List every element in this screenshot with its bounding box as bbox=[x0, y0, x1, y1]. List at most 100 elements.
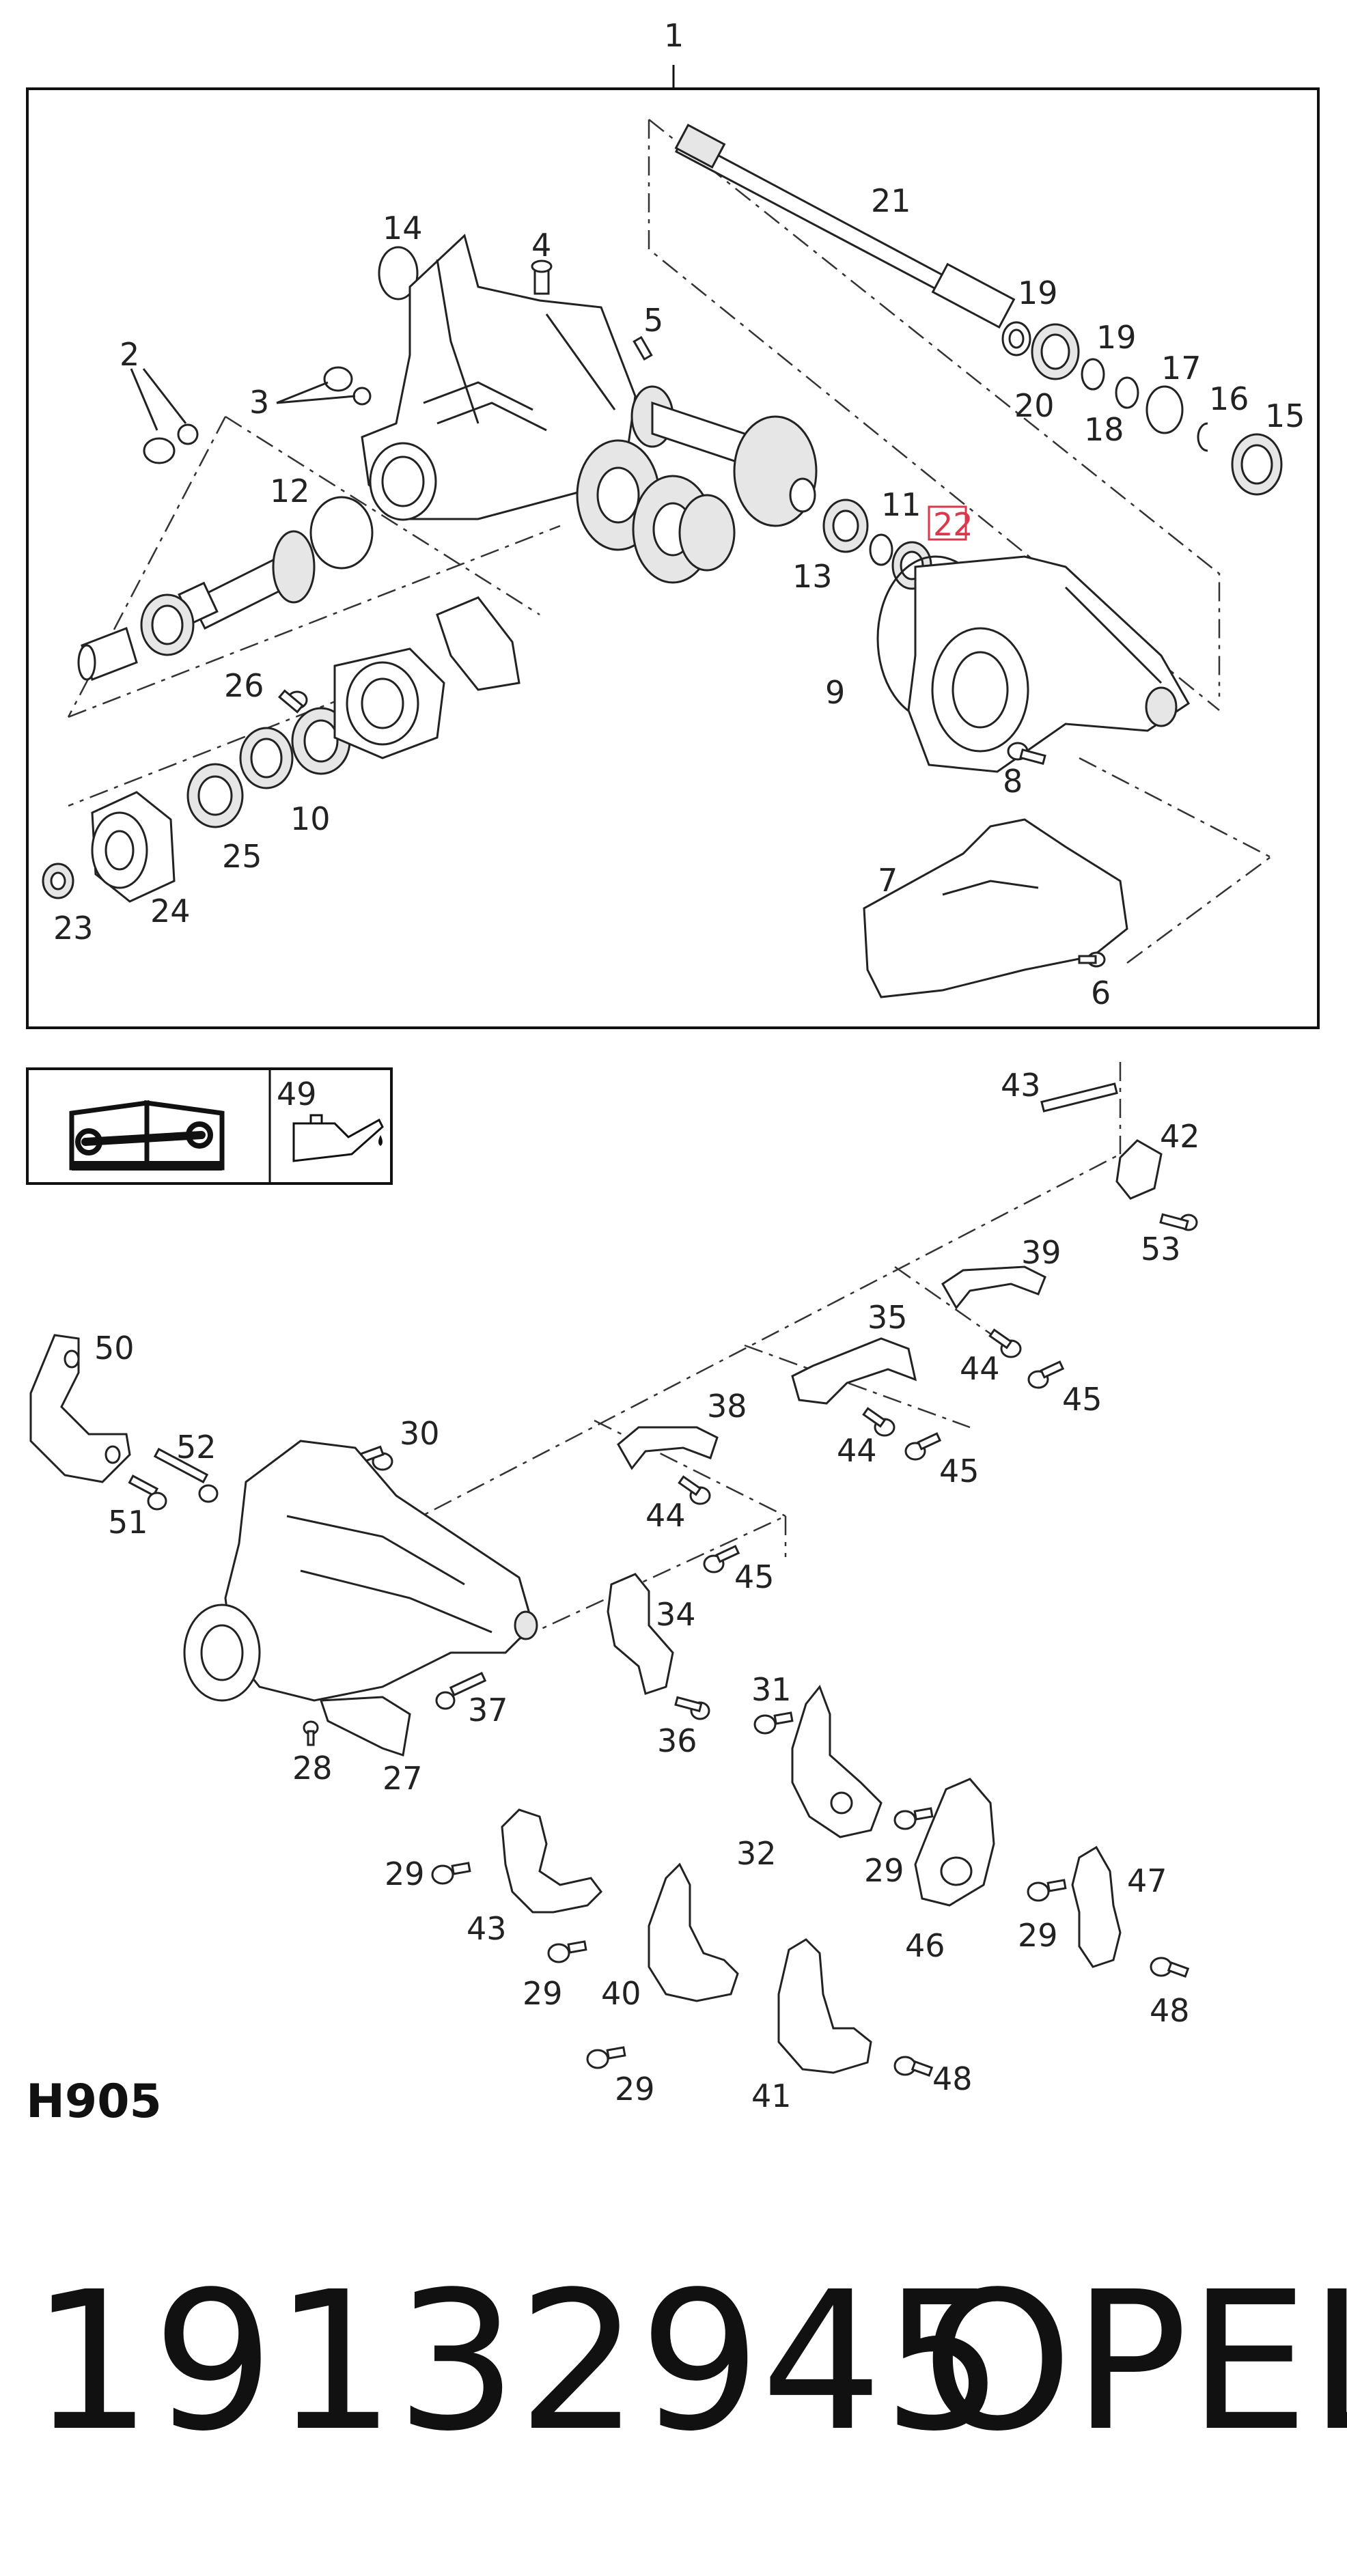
bracket-50[interactable] bbox=[29, 1334, 131, 1483]
bracket-35[interactable] bbox=[791, 1337, 917, 1405]
callout-28[interactable]: 28 bbox=[292, 1750, 333, 1787]
transfer-case-assembly[interactable] bbox=[183, 1440, 538, 1702]
callout-29d[interactable]: 29 bbox=[523, 1975, 563, 2012]
callout-9[interactable]: 9 bbox=[825, 674, 845, 711]
snap-ring-17[interactable] bbox=[1145, 385, 1184, 434]
bolt-8[interactable] bbox=[1007, 742, 1046, 766]
bracket-42[interactable] bbox=[1115, 1139, 1163, 1200]
bolt-37[interactable] bbox=[435, 1672, 487, 1710]
dowel-pin-5[interactable] bbox=[633, 335, 653, 361]
bolt-30[interactable] bbox=[353, 1445, 393, 1471]
callout-43b[interactable]: 43 bbox=[467, 1910, 507, 1947]
bracket-47[interactable] bbox=[1071, 1845, 1122, 1968]
callout-23[interactable]: 23 bbox=[53, 910, 94, 947]
ring-18[interactable] bbox=[1115, 376, 1139, 409]
callout-21[interactable]: 21 bbox=[871, 182, 911, 219]
callout-13[interactable]: 13 bbox=[792, 558, 833, 595]
bolt-29e[interactable] bbox=[586, 2046, 626, 2069]
callout-8[interactable]: 8 bbox=[1003, 763, 1023, 800]
callout-29a[interactable]: 29 bbox=[385, 1856, 425, 1892]
callout-39[interactable]: 39 bbox=[1021, 1234, 1061, 1271]
bracket-34[interactable] bbox=[607, 1573, 674, 1695]
callout-19a[interactable]: 19 bbox=[1018, 275, 1058, 311]
callout-18[interactable]: 18 bbox=[1084, 411, 1124, 448]
callout-4[interactable]: 4 bbox=[531, 227, 551, 264]
bolt-45a[interactable] bbox=[1027, 1360, 1065, 1389]
callout-43a[interactable]: 43 bbox=[1001, 1067, 1041, 1104]
callout-17[interactable]: 17 bbox=[1161, 350, 1202, 387]
bolt-48b[interactable] bbox=[893, 2056, 934, 2077]
callout-48a[interactable]: 48 bbox=[1150, 1992, 1190, 2029]
fill-plug-3[interactable] bbox=[276, 366, 372, 406]
oil-can-icon[interactable] bbox=[292, 1114, 384, 1162]
callout-45a[interactable]: 45 bbox=[1062, 1381, 1102, 1418]
output-shaft-gear[interactable] bbox=[178, 530, 316, 630]
bolt-29a[interactable] bbox=[431, 1862, 471, 1885]
callout-40[interactable]: 40 bbox=[601, 1975, 641, 2012]
bolt-44c[interactable] bbox=[678, 1475, 711, 1505]
bolt-6[interactable] bbox=[1078, 951, 1106, 968]
callout-11[interactable]: 11 bbox=[881, 486, 921, 523]
seal-25[interactable] bbox=[186, 763, 244, 828]
bolt-52[interactable] bbox=[153, 1447, 219, 1503]
callout-34[interactable]: 34 bbox=[656, 1596, 696, 1633]
seal-15[interactable] bbox=[1231, 433, 1283, 496]
ring-19a[interactable] bbox=[1001, 321, 1031, 356]
callout-14[interactable]: 14 bbox=[383, 210, 423, 247]
callout-29c[interactable]: 29 bbox=[1018, 1917, 1058, 1954]
bolt-45c[interactable] bbox=[703, 1545, 740, 1573]
callout-32[interactable]: 32 bbox=[736, 1835, 777, 1872]
ring-19b[interactable] bbox=[1081, 358, 1105, 391]
bracket-43b[interactable] bbox=[501, 1808, 602, 1914]
callout-46[interactable]: 46 bbox=[905, 1927, 945, 1964]
bolt-44a[interactable] bbox=[988, 1328, 1022, 1358]
callout-29b[interactable]: 29 bbox=[864, 1852, 904, 1889]
bracket-38[interactable] bbox=[617, 1426, 719, 1470]
bolt-53[interactable] bbox=[1159, 1213, 1198, 1231]
bolt-29b[interactable] bbox=[893, 1807, 934, 1830]
bushing-left[interactable] bbox=[77, 627, 138, 681]
bolt-44b[interactable] bbox=[862, 1407, 895, 1437]
callout-35[interactable]: 35 bbox=[867, 1299, 908, 1336]
bolt-26[interactable] bbox=[278, 689, 308, 714]
bracket-41[interactable] bbox=[777, 1938, 872, 2074]
callout-10[interactable]: 10 bbox=[290, 800, 331, 837]
callout-20[interactable]: 20 bbox=[1014, 387, 1055, 424]
transfer-case-housing[interactable] bbox=[361, 234, 637, 521]
callout-16[interactable]: 16 bbox=[1209, 380, 1249, 417]
callout-37[interactable]: 37 bbox=[468, 1692, 508, 1728]
bracket-40[interactable] bbox=[648, 1862, 739, 2002]
mount-bracket-32[interactable] bbox=[791, 1685, 883, 1838]
callout-44b[interactable]: 44 bbox=[837, 1432, 877, 1469]
callout-42[interactable]: 42 bbox=[1160, 1118, 1200, 1155]
callout-51[interactable]: 51 bbox=[108, 1504, 148, 1541]
bolt-36[interactable] bbox=[674, 1696, 710, 1720]
callout-31[interactable]: 31 bbox=[751, 1671, 792, 1708]
callout-29e[interactable]: 29 bbox=[615, 2071, 655, 2108]
callout-6[interactable]: 6 bbox=[1091, 975, 1111, 1011]
flange-24[interactable] bbox=[91, 791, 176, 903]
callout-52[interactable]: 52 bbox=[176, 1429, 217, 1466]
heat-shield-7[interactable] bbox=[863, 818, 1128, 998]
callout-45c[interactable]: 45 bbox=[734, 1558, 775, 1595]
callout-36[interactable]: 36 bbox=[657, 1722, 697, 1759]
rear-housing[interactable] bbox=[907, 555, 1190, 773]
callout-48b[interactable]: 48 bbox=[932, 2060, 973, 2097]
bearing-left[interactable] bbox=[140, 593, 195, 656]
callout-47[interactable]: 47 bbox=[1127, 1862, 1167, 1899]
callout-1[interactable]: 1 bbox=[664, 17, 684, 54]
heat-shield-27[interactable] bbox=[319, 1696, 411, 1756]
repair-manual-book-icon[interactable] bbox=[69, 1100, 225, 1171]
o-ring-12[interactable] bbox=[309, 496, 374, 570]
bolt-48a[interactable] bbox=[1150, 1957, 1190, 1978]
callout-24[interactable]: 24 bbox=[150, 893, 191, 929]
stud-43a[interactable] bbox=[1040, 1082, 1118, 1112]
callout-3[interactable]: 3 bbox=[249, 384, 269, 421]
gasket[interactable] bbox=[436, 596, 520, 691]
ring-11[interactable] bbox=[869, 533, 893, 566]
bearing-13[interactable] bbox=[822, 499, 869, 553]
bolt-29d[interactable] bbox=[547, 1940, 587, 1963]
callout-7[interactable]: 7 bbox=[878, 862, 898, 899]
vent-plug-4[interactable] bbox=[531, 260, 553, 295]
callout-45b[interactable]: 45 bbox=[939, 1453, 980, 1489]
